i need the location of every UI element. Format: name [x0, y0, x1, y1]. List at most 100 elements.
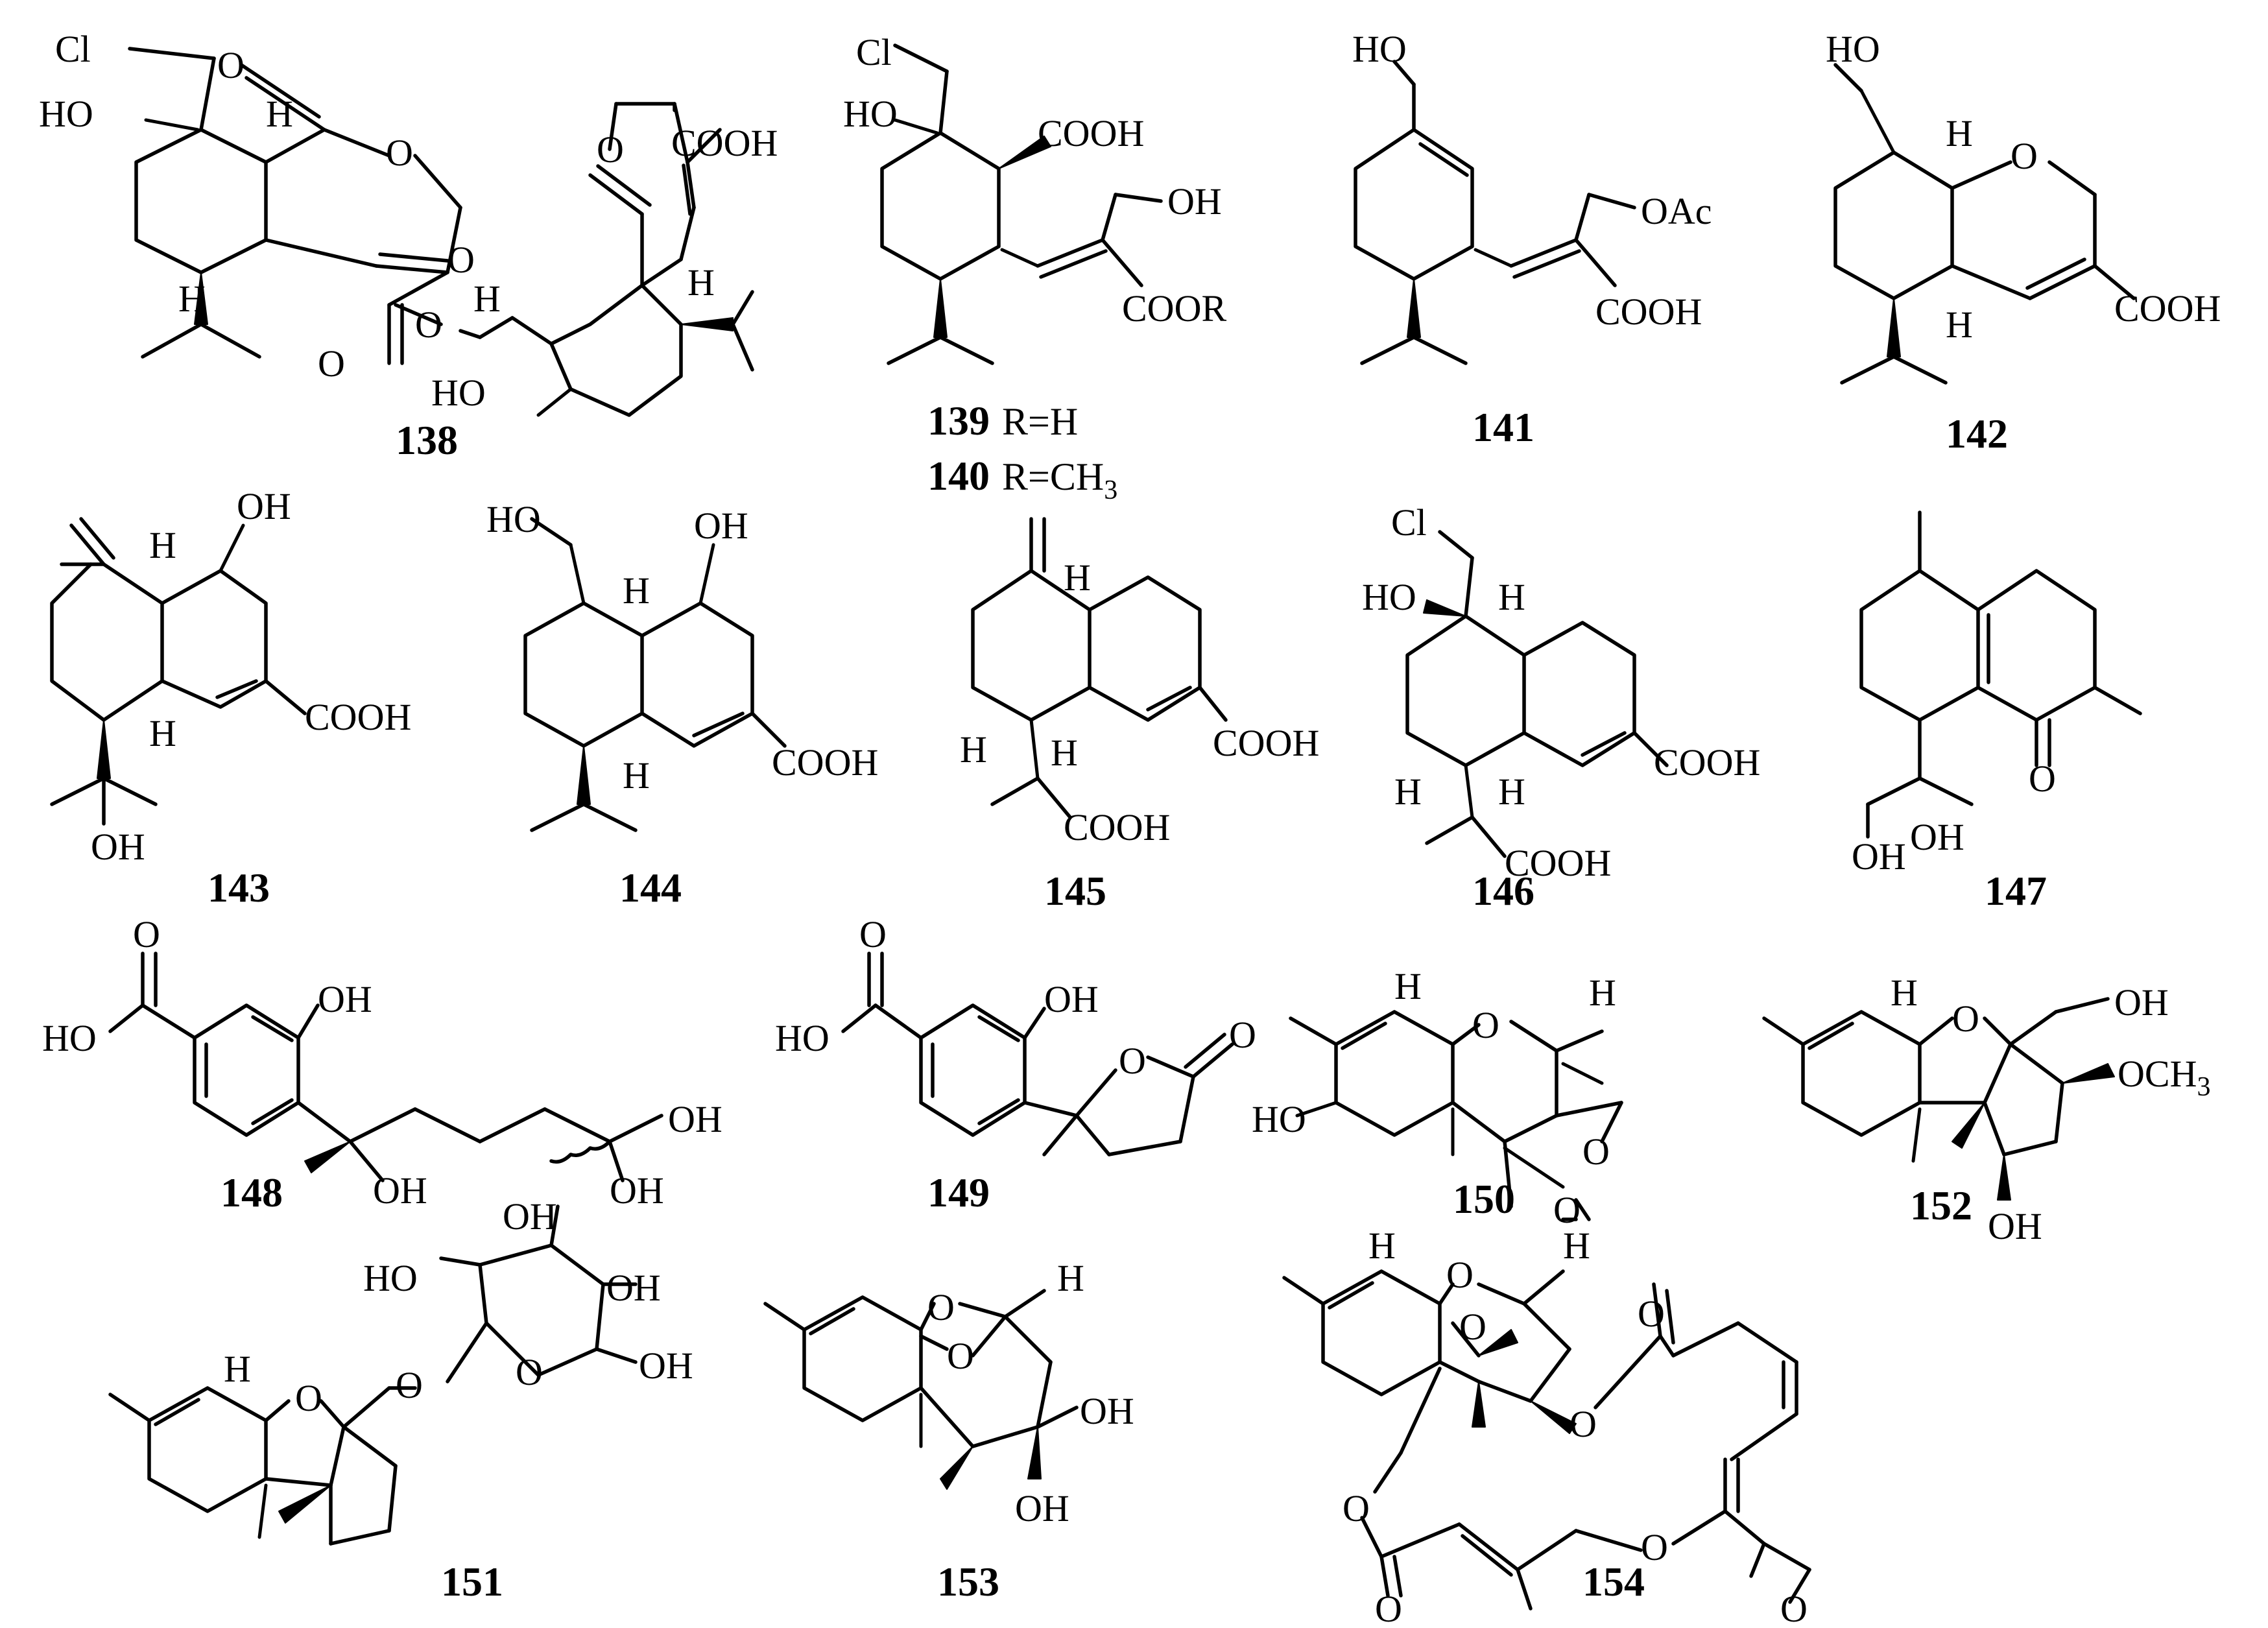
- compound-number: 150: [1453, 1176, 1515, 1222]
- compound-138: Cl HO H O O H O O COOH O H O H HO 138: [39, 28, 778, 463]
- atom-label: HO: [486, 498, 541, 540]
- compound-number: 153: [937, 1559, 999, 1605]
- atom-label: O: [1952, 998, 1979, 1040]
- atom-label: O: [1641, 1526, 1668, 1568]
- atom-label: O: [386, 132, 413, 174]
- atom-label: H: [687, 261, 715, 304]
- r-group-subscript: 3: [1104, 475, 1117, 505]
- atom-label: OH: [237, 485, 291, 527]
- r-group-text: R=CH: [1002, 455, 1104, 498]
- atom-label: COOH: [1654, 741, 1760, 784]
- och3-subscript: 3: [2197, 1072, 2210, 1102]
- compound-151: OH HO OH H O O O OH 151: [108, 1195, 693, 1605]
- atom-label: H: [1394, 771, 1422, 813]
- compound-145: H H H COOH COOH 145: [960, 517, 1319, 914]
- compound-151-bonds: [108, 1204, 638, 1546]
- atom-label: HO: [1362, 576, 1416, 618]
- atom-label: OH: [1167, 180, 1222, 222]
- atom-label: H: [1498, 771, 1525, 813]
- atom-label: HO: [775, 1017, 830, 1059]
- atom-label: O: [1472, 1004, 1499, 1046]
- atom-label: OH: [1910, 816, 1964, 858]
- atom-label: HO: [1352, 28, 1407, 70]
- compound-number: 147: [1985, 868, 2047, 914]
- compound-149-bonds: [841, 952, 1234, 1156]
- atom-label: O: [1780, 1588, 1808, 1628]
- compound-139: Cl HO COOH OH COOR 139 R=H: [843, 31, 1226, 444]
- atom-label: H: [1946, 304, 1973, 346]
- compound-144-bonds: [523, 517, 787, 832]
- atom-label: O: [1119, 1040, 1146, 1082]
- atom-label: O: [1375, 1588, 1402, 1628]
- compound-number: 149: [927, 1169, 990, 1215]
- compound-147: O OH OH 147: [1852, 510, 2142, 914]
- atom-label: O: [415, 304, 442, 346]
- atom-label: O: [1570, 1403, 1597, 1445]
- atom-label: H: [1394, 965, 1422, 1007]
- atom-label: O: [1446, 1254, 1474, 1296]
- compound-152-bonds: [1762, 997, 2115, 1201]
- atom-label: HO: [431, 372, 486, 414]
- compound-153: O H O OH OH 153: [763, 1257, 1134, 1605]
- atom-label: H: [1563, 1225, 1590, 1267]
- atom-label: O: [927, 1286, 955, 1328]
- atom-label: H: [1891, 972, 1918, 1014]
- atom-label: O: [1553, 1189, 1581, 1231]
- compound-140: 140 R=CH3: [927, 453, 1117, 505]
- atom-label: H: [149, 712, 176, 754]
- atom-label: HO: [1826, 28, 1880, 70]
- atom-label: O: [217, 44, 245, 86]
- compound-144: HO H OH H COOH 144: [486, 498, 878, 911]
- compound-number: 138: [396, 417, 458, 463]
- compound-number: 142: [1946, 411, 2008, 457]
- atom-label: HO: [843, 93, 898, 135]
- compound-number: 146: [1472, 868, 1534, 914]
- atom-label: COOH: [2114, 287, 2221, 329]
- compound-number: 143: [208, 865, 270, 911]
- atom-label: COOH: [1038, 112, 1144, 154]
- atom-label: O: [859, 913, 887, 955]
- atom-label: OH: [668, 1098, 722, 1140]
- atom-label: OH: [606, 1267, 661, 1309]
- compound-number: 140: [927, 453, 990, 499]
- atom-label: Cl: [1391, 501, 1427, 544]
- compound-143-bonds: [50, 517, 307, 826]
- atom-label: OH: [610, 1169, 664, 1212]
- atom-label: H: [1946, 112, 1973, 154]
- atom-label: O: [1638, 1293, 1665, 1335]
- atom-label: O: [448, 239, 475, 281]
- atom-label: H: [149, 524, 176, 566]
- atom-label: H: [960, 728, 987, 771]
- atom-label: OH: [2114, 981, 2169, 1023]
- compound-147-bonds: [1859, 510, 2142, 839]
- atom-label: OH: [1044, 978, 1099, 1020]
- atom-label: H: [266, 93, 293, 135]
- atom-label: H: [473, 278, 501, 320]
- compound-number: 145: [1044, 868, 1106, 914]
- atom-label: HO: [1252, 1098, 1306, 1140]
- compound-154: H O H O O O O O O O 154: [1282, 1225, 1811, 1628]
- atom-label: O: [597, 128, 624, 171]
- atom-label: HO: [42, 1017, 97, 1059]
- compound-154-bonds: [1282, 1269, 1811, 1610]
- atom-label: OH: [1988, 1205, 2042, 1247]
- atom-label: O: [516, 1351, 543, 1393]
- atom-label: OAc: [1641, 190, 1712, 232]
- atom-label: COOH: [772, 741, 878, 784]
- atom-label: OCH3: [2118, 1053, 2210, 1102]
- compound-138-bonds: [128, 47, 754, 417]
- atom-label: OH: [91, 826, 145, 868]
- compound-141: HO OAc COOH 141: [1352, 28, 1712, 450]
- atom-label: O: [295, 1377, 322, 1419]
- compound-143: H OH H COOH OH 143: [50, 485, 411, 911]
- r-group-note: R=CH3: [1002, 455, 1117, 505]
- compound-146-bonds: [1405, 530, 1669, 858]
- atom-label: Cl: [55, 28, 91, 70]
- atom-label: COOH: [671, 122, 778, 164]
- atom-label: OH: [694, 505, 748, 547]
- atom-label: OH: [503, 1195, 557, 1238]
- compound-number: 139: [927, 398, 990, 444]
- atom-label: O: [1343, 1487, 1370, 1529]
- atom-label: O: [2011, 135, 2038, 177]
